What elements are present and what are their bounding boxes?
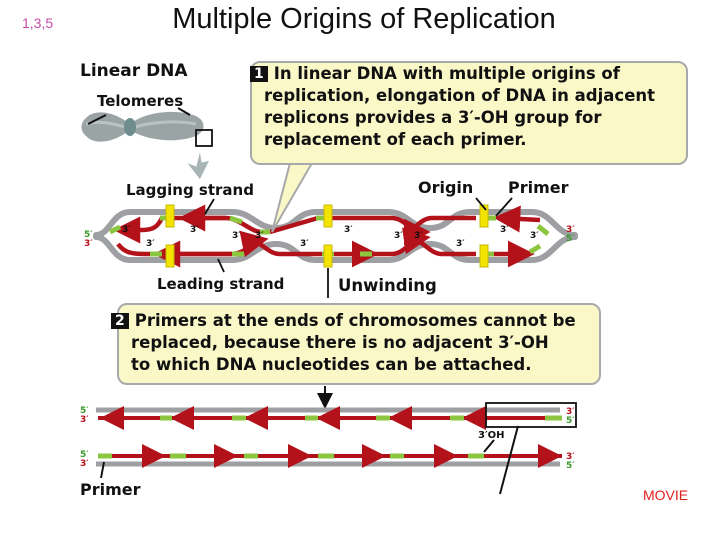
linear-strand-2 — [96, 444, 562, 468]
primer-label: Primer — [508, 178, 569, 197]
label-3prime-f: 3′ — [300, 239, 309, 249]
callout-2-line-2: replaced, because there is no adjacent 3… — [131, 333, 549, 352]
label-3prime-i: 3′ — [414, 231, 423, 241]
label-5prime-l2: 5′ — [80, 450, 89, 460]
label-5prime-r1: 5′ — [566, 416, 575, 426]
label-3prime-e: 3′ — [255, 231, 264, 241]
label-3prime-g: 3′ — [344, 225, 353, 235]
telomere-end-box — [485, 402, 577, 428]
origin-markers — [165, 204, 489, 268]
label-3prime-a: 3′ — [122, 225, 131, 235]
telomeres-label: Telomeres — [97, 92, 184, 110]
label-5prime-left-top: 5′ — [84, 230, 93, 240]
chromosome-icon — [81, 107, 213, 181]
three-oh-label: 3′OH — [478, 430, 505, 441]
label-3prime-b: 3′ — [146, 239, 155, 249]
new-strands-lower — [116, 227, 535, 268]
label-3prime-l1: 3′ — [80, 415, 89, 425]
slide-title: Multiple Origins of Replication — [172, 3, 556, 35]
lagging-strand-label: Lagging strand — [126, 181, 254, 199]
callout-1-line-4: replacement of each primer. — [264, 130, 527, 149]
label-3prime-right-top: 3′ — [566, 225, 575, 235]
label-leaders — [204, 197, 513, 298]
label-3prime-l: 3′ — [530, 231, 539, 241]
label-3prime-left-top: 3′ — [84, 239, 93, 249]
leading-strand-label: Leading strand — [157, 275, 285, 293]
label-3prime-r1: 3′ — [566, 407, 575, 417]
callout-1-number: 1 — [250, 66, 268, 82]
slide-number: 1,3,5 — [22, 15, 54, 31]
callout-2-number: 2 — [111, 313, 129, 329]
origin-label: Origin — [418, 178, 474, 197]
linear-dna-label: Linear DNA — [80, 61, 188, 81]
label-3prime-r2: 3′ — [566, 452, 575, 462]
callout-1-line-2: replication, elongation of DNA in adjace… — [264, 86, 656, 105]
label-3prime-l2: 3′ — [80, 459, 89, 469]
label-3prime-d: 3′ — [232, 231, 241, 241]
callout-1-line-3: replicons provides a 3′-OH group for — [264, 108, 602, 127]
label-3prime-k: 3′ — [500, 225, 509, 235]
label-5prime-r2: 5′ — [566, 461, 575, 471]
callout-2-line-3: to which DNA nucleotides can be attached… — [131, 355, 532, 374]
label-5prime-l1: 5′ — [80, 406, 89, 416]
label-3prime-h: 3′ — [394, 231, 403, 241]
linear-strand-1 — [96, 402, 577, 430]
primer-bottom-label: Primer — [80, 480, 141, 499]
label-5prime-right-top: 5′ — [566, 234, 575, 244]
unwinding-label: Unwinding — [338, 276, 437, 295]
movie-link[interactable]: MOVIE — [643, 487, 689, 503]
label-3prime-c: 3′ — [190, 225, 199, 235]
label-3prime-j: 3′ — [456, 239, 465, 249]
